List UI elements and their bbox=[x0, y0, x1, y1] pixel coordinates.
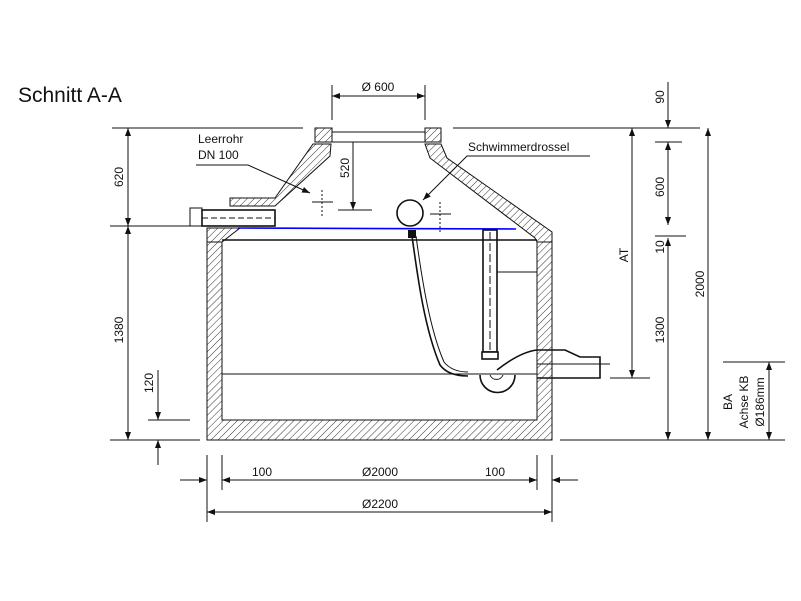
dim-label-90: 90 bbox=[653, 90, 667, 104]
dim-label-d2000: Ø2000 bbox=[362, 465, 398, 479]
dim-label-2000: 2000 bbox=[693, 270, 707, 297]
leerrohr-pipe bbox=[189, 207, 276, 227]
dim-label-1300: 1300 bbox=[653, 316, 667, 343]
float-throttle bbox=[396, 199, 469, 377]
dim-label-ba: BA bbox=[721, 394, 735, 410]
dim-label-d2200: Ø2200 bbox=[362, 497, 398, 511]
section-title: Schnitt A-A bbox=[18, 84, 122, 107]
dim-label-d600: Ø 600 bbox=[362, 80, 395, 94]
leerrohr-label: Leerrohr DN 100 bbox=[196, 132, 311, 194]
dim-d600: Ø 600 bbox=[331, 80, 426, 120]
dim-label-120: 120 bbox=[142, 373, 156, 393]
water-level-line bbox=[237, 227, 517, 230]
dim-label-d186: Ø186mm bbox=[753, 377, 767, 426]
dim-520: 520 bbox=[338, 142, 372, 211]
leerrohr-text: Leerrohr bbox=[198, 132, 243, 146]
dim-label-1380: 1380 bbox=[112, 316, 126, 343]
dn100-text: DN 100 bbox=[198, 148, 239, 162]
schwimmerdrossel-label: Schwimmerdrossel bbox=[422, 140, 590, 201]
dim-left: 620 1380 120 bbox=[110, 128, 200, 465]
dim-label-100-left: 100 bbox=[252, 465, 272, 479]
dim-label-achse-kb: Achse KB bbox=[737, 376, 751, 429]
dim-right: AT 90 600 10 1300 2000 BA Achse KB Ø186m… bbox=[560, 82, 785, 441]
dim-label-10: 10 bbox=[653, 240, 667, 254]
tank-walls bbox=[206, 239, 553, 441]
manhole-frame bbox=[314, 127, 442, 143]
schwimmerdrossel-text: Schwimmerdrossel bbox=[468, 140, 569, 154]
dim-bottom: 100 Ø2000 100 Ø2200 bbox=[180, 455, 578, 522]
outlet-pipe bbox=[479, 229, 610, 394]
dim-label-at: AT bbox=[617, 247, 631, 262]
dim-label-620: 620 bbox=[112, 167, 126, 187]
dim-label-600: 600 bbox=[653, 177, 667, 197]
dim-label-520: 520 bbox=[338, 158, 352, 178]
dim-label-100-right: 100 bbox=[485, 465, 505, 479]
center-marks bbox=[312, 190, 451, 232]
